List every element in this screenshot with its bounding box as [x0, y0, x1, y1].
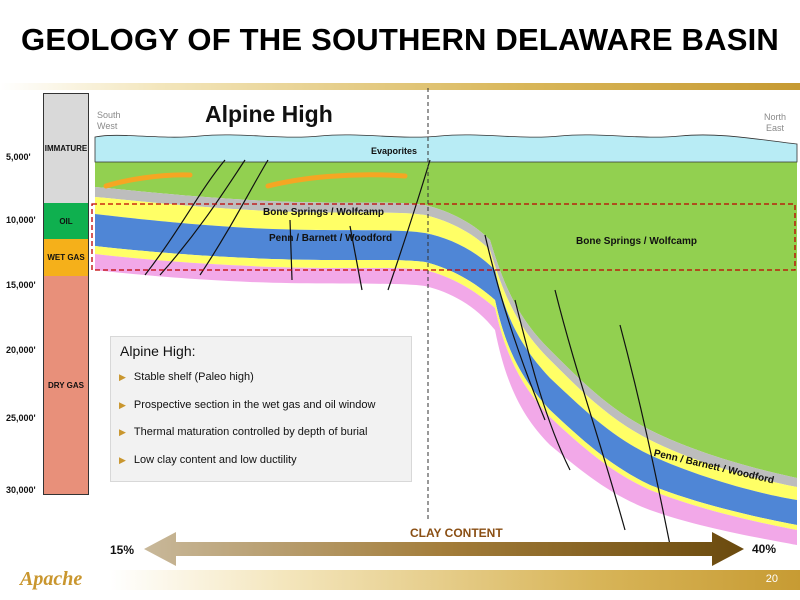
info-bullet: ▶Thermal maturation controlled by depth …: [119, 426, 368, 438]
clay-max-value: 40%: [752, 542, 777, 556]
info-bullet: ▶Low clay content and low ductility: [119, 453, 297, 466]
depth-label-5000: 5,000': [6, 152, 31, 162]
slide-title: GEOLOGY OF THE SOUTHERN DELAWARE BASIN: [21, 22, 779, 57]
top-divider: [0, 83, 800, 90]
oil-wet-gas-window-box: [91, 203, 796, 271]
zone-immature: IMMATURE: [44, 94, 88, 203]
zone-dry-gas: DRY GAS: [44, 276, 88, 494]
bullet-triangle-icon: ▶: [119, 399, 126, 410]
evaporites-band: [94, 134, 798, 163]
apache-logo: Apache: [20, 568, 83, 590]
clay-content-label: CLAY CONTENT: [410, 526, 503, 540]
northeast-label: North East: [764, 112, 787, 133]
orange-lens-2: [265, 172, 408, 189]
info-panel-heading: Alpine High:: [120, 343, 196, 359]
clay-content-arrow: [144, 532, 744, 566]
alpine-high-info-panel: Alpine High: ▶Stable shelf (Paleo high) …: [110, 336, 412, 482]
clay-min-value: 15%: [110, 543, 135, 557]
yellow-layer: [95, 197, 797, 500]
bullet-triangle-icon: ▶: [119, 372, 126, 382]
bone-springs-left-label: Bone Springs / Wolfcamp: [263, 207, 384, 218]
depth-label-10000: 10,000': [6, 215, 36, 225]
zone-oil: OIL: [44, 203, 88, 239]
bottom-divider: [110, 570, 800, 590]
evaporites-label: Evaporites: [371, 146, 418, 156]
depth-label-25000: 25,000': [6, 413, 36, 423]
depth-label-30000: 30,000': [6, 485, 36, 495]
depth-label-20000: 20,000': [6, 345, 36, 355]
penn-layer: [95, 214, 797, 525]
bone-springs-right-label: Bone Springs / Wolfcamp: [576, 236, 697, 247]
info-bullet-list: ▶Stable shelf (Paleo high) ▶Prospective …: [119, 371, 375, 481]
bullet-triangle-icon: ▶: [119, 454, 126, 465]
southwest-label: South West: [97, 110, 121, 131]
fault-lines: [144, 159, 673, 556]
info-bullet: ▶Stable shelf (Paleo high): [119, 371, 254, 383]
bullet-triangle-icon: ▶: [119, 427, 126, 437]
info-bullet: ▶Prospective section in the wet gas and …: [119, 398, 376, 411]
zone-wet-gas: WET GAS: [44, 239, 88, 276]
bone-springs-body: [95, 160, 797, 478]
penn-left-label: Penn / Barnett / Woodford: [269, 233, 393, 244]
maturity-column: IMMATURE OIL WET GAS DRY GAS: [43, 93, 89, 495]
depth-label-15000: 15,000': [6, 280, 36, 290]
pink-layer: [95, 254, 797, 545]
page-number: 20: [765, 573, 778, 585]
orange-lens-1: [103, 172, 193, 189]
alpine-high-heading: Alpine High: [205, 101, 333, 127]
